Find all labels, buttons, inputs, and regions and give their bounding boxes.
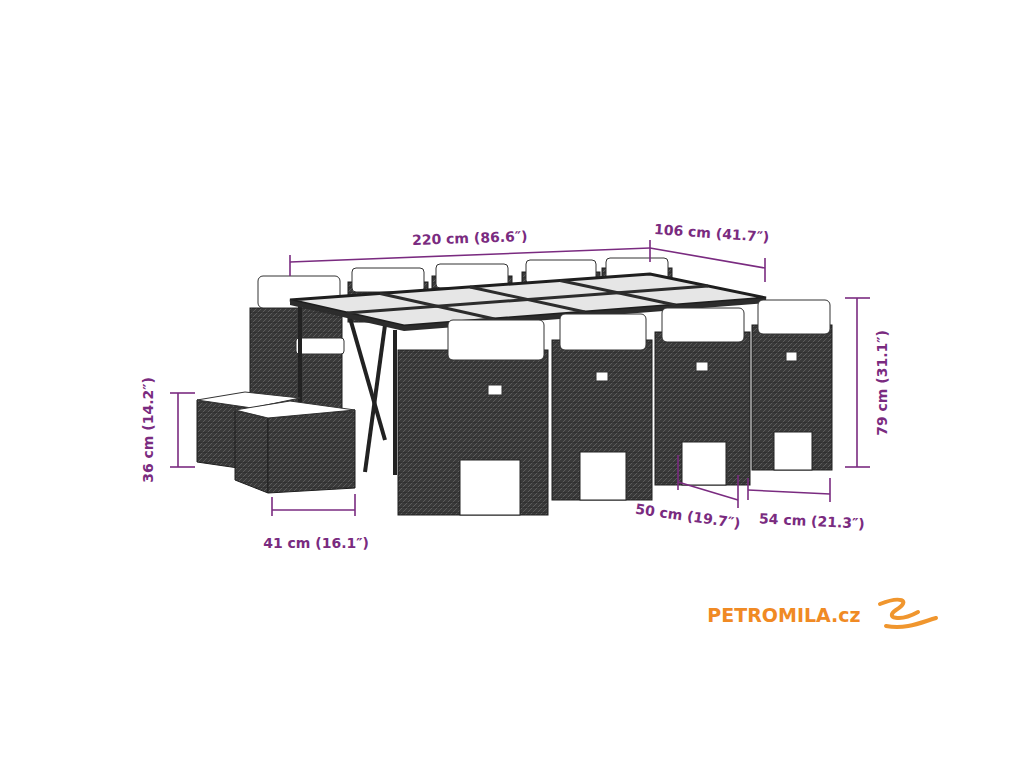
dimension-line <box>272 509 355 511</box>
brand-logo-mark <box>886 618 936 627</box>
dimension-label: 106 cm (41.7″) <box>654 221 770 245</box>
dimension-line <box>677 455 679 490</box>
front-chair <box>682 442 726 485</box>
front-chair <box>398 300 832 515</box>
front-chair <box>448 320 544 360</box>
front-chair <box>662 308 744 342</box>
front-chair <box>758 300 830 334</box>
front-chair <box>655 332 750 485</box>
front-chair <box>696 362 708 371</box>
dimension-line <box>354 494 356 516</box>
dimension-line <box>177 393 179 467</box>
brand-watermark: PETROMILA.cz <box>707 604 860 626</box>
brand-logo-mark <box>880 600 936 627</box>
front-chair <box>560 314 646 350</box>
stool <box>235 401 355 418</box>
dimension-line <box>271 497 273 516</box>
dimension-line <box>748 490 830 494</box>
table-leg <box>365 325 385 472</box>
front-chair <box>786 352 797 361</box>
dimension-line <box>170 240 870 516</box>
brand-logo-mark <box>880 600 918 618</box>
end-chair <box>296 338 344 354</box>
dimension-line <box>845 466 870 468</box>
dimension-line <box>747 478 749 500</box>
dimension-label: 79 cm (31.1″) <box>874 330 890 436</box>
front-chair <box>460 460 520 515</box>
front-chair <box>552 340 652 500</box>
dimension-line <box>845 297 870 299</box>
table-leg <box>393 330 397 475</box>
back-chair <box>352 268 424 292</box>
front-chair <box>752 325 832 470</box>
stool <box>268 410 355 493</box>
front-chair <box>580 452 626 500</box>
dimension-line <box>170 392 195 394</box>
dimension-line <box>289 255 291 276</box>
front-chair <box>398 350 548 515</box>
dimension-label: 36 cm (14.2″) <box>140 377 156 483</box>
table-top <box>347 281 708 320</box>
table-top <box>347 286 708 313</box>
table-top <box>290 300 404 331</box>
front-chair <box>774 432 812 470</box>
stool <box>235 410 268 493</box>
dimension-line <box>829 478 831 502</box>
dimension-label: 50 cm (19.7″) <box>635 501 742 532</box>
dimension-line <box>650 248 765 268</box>
dimension-line <box>678 482 738 500</box>
front-chair <box>488 385 502 395</box>
dimension-label: 54 cm (21.3″) <box>759 510 865 532</box>
dimension-line <box>856 298 858 467</box>
dimension-label: 220 cm (86.6″) <box>412 228 528 248</box>
dimension-line <box>290 248 650 262</box>
dimension-line <box>764 258 766 282</box>
front-chair <box>596 372 608 381</box>
dimension-line <box>649 240 651 262</box>
dimension-line <box>170 466 195 468</box>
dimension-label: 41 cm (16.1″) <box>263 535 369 551</box>
stool <box>197 392 355 493</box>
dimension-line <box>737 475 739 508</box>
